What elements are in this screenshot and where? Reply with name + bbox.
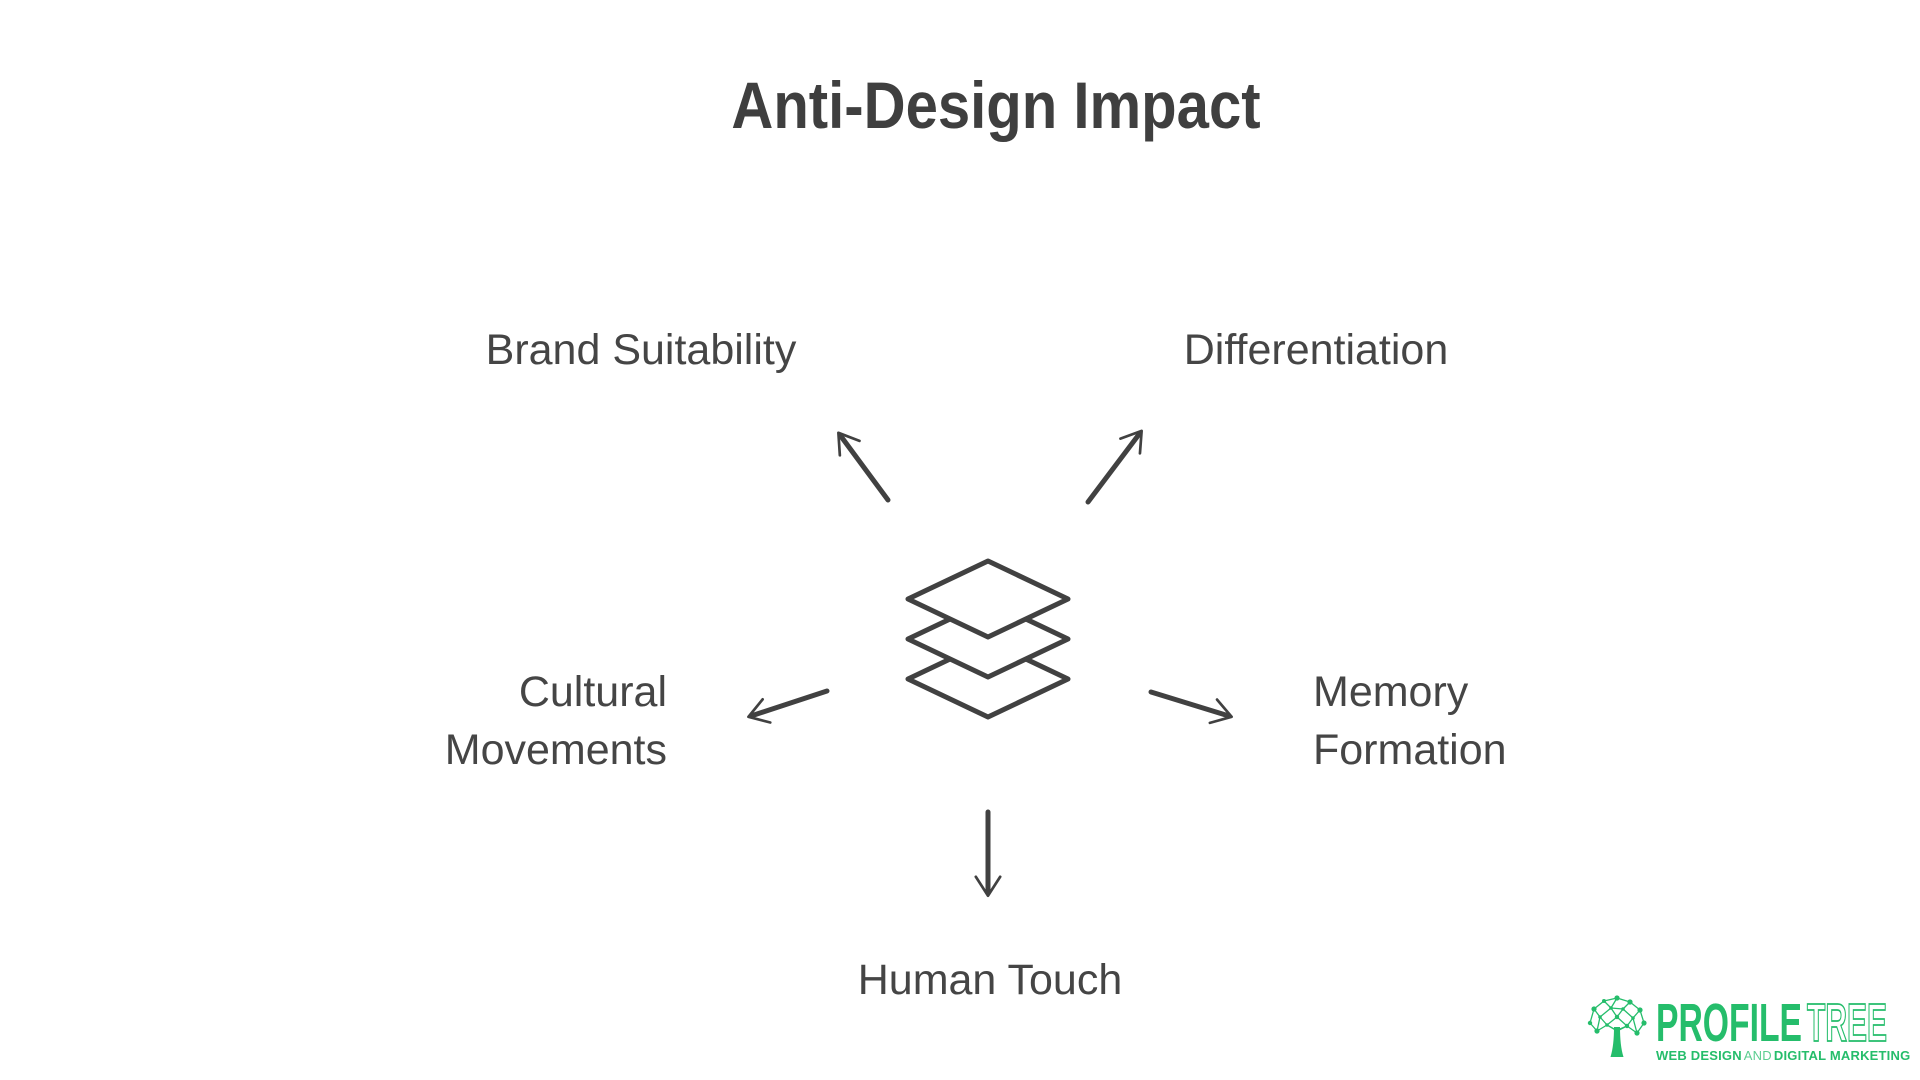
label-text: Brand Suitability	[485, 326, 797, 374]
label-line-1: Memory	[1313, 668, 1469, 716]
tagline-and: AND	[1743, 1048, 1772, 1063]
label-brand-suitability: Brand Suitability	[486, 321, 797, 379]
label-line-2: Movements	[444, 726, 667, 774]
label-text: Human Touch	[857, 956, 1123, 1004]
wordmark-solid-text: PROFILE	[1656, 1001, 1802, 1047]
label-line-2: Formation	[1313, 726, 1507, 774]
tagline-digital-marketing: DIGITAL MARKETING	[1773, 1048, 1911, 1063]
tree-network-icon	[1587, 995, 1647, 1057]
arrow-to-brand-suitability	[837, 431, 891, 503]
label-differentiation: Differentiation	[1184, 321, 1449, 379]
label-human-touch: Human Touch	[858, 951, 1123, 1009]
label-line-1: Cultural	[518, 668, 667, 716]
tagline-web-design: WEB DESIGN	[1656, 1048, 1742, 1063]
label-memory-formation: Memory Formation	[1313, 663, 1507, 779]
arrow-to-cultural-movements	[747, 688, 830, 724]
profiletree-wordmark: PROFILE TREE	[1656, 1001, 1888, 1047]
arrow-to-memory-formation	[1148, 689, 1233, 725]
arrow-to-differentiation	[1085, 429, 1143, 505]
label-cultural-movements: Cultural Movements	[445, 663, 667, 779]
diagram-arrows	[747, 429, 1233, 898]
page-title: Anti-Design Impact	[731, 68, 1261, 142]
wordmark-outline-text: TREE	[1807, 1001, 1887, 1047]
label-text: Differentiation	[1183, 326, 1449, 374]
layers-icon	[905, 558, 1071, 720]
